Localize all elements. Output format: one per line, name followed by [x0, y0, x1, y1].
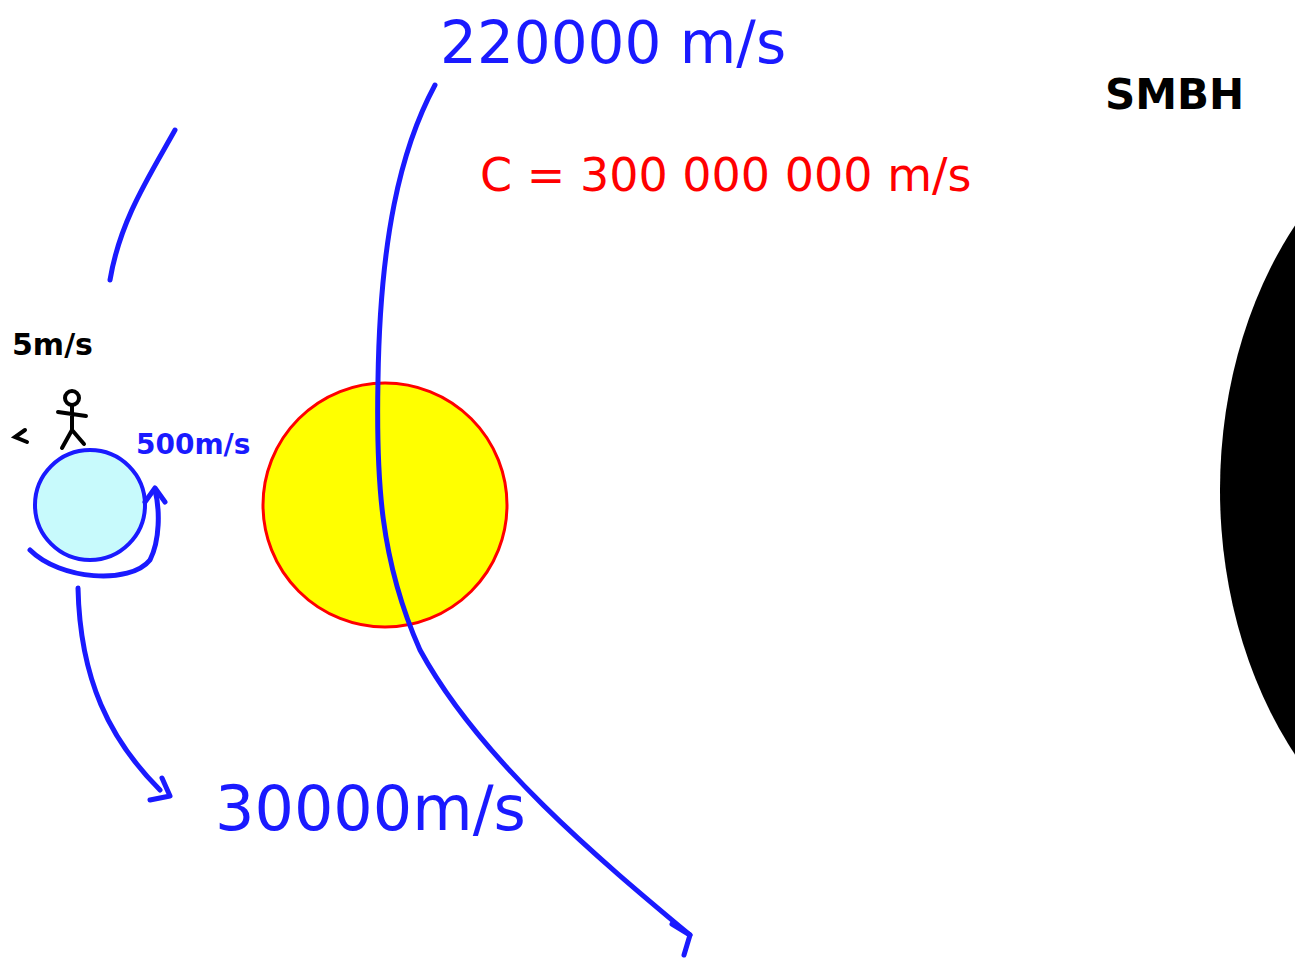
figure-body [58, 405, 86, 448]
speed-label: 30000m/s [215, 775, 526, 843]
motion-arrows [30, 85, 690, 955]
speed-label: 500m/s [136, 430, 251, 461]
arrow-head [672, 924, 690, 955]
earth [35, 450, 145, 560]
sun [263, 383, 507, 627]
rotation-arrow [30, 490, 158, 576]
speed-label: 5m/s [12, 328, 93, 361]
black-hole [1220, 90, 1295, 890]
arrow-head [150, 778, 170, 800]
light-speed-label: C = 300 000 000 m/s [480, 150, 971, 201]
stick-figure [15, 391, 86, 448]
speed-label: 220000 m/s [440, 12, 786, 76]
black-hole-label: SMBH [1105, 72, 1244, 118]
figure-head [65, 391, 79, 405]
earth-orbit-path [78, 588, 160, 790]
arrow-head [145, 488, 165, 502]
figure-motion-arrow [15, 430, 27, 442]
galactic-orbit-arc [110, 130, 175, 280]
